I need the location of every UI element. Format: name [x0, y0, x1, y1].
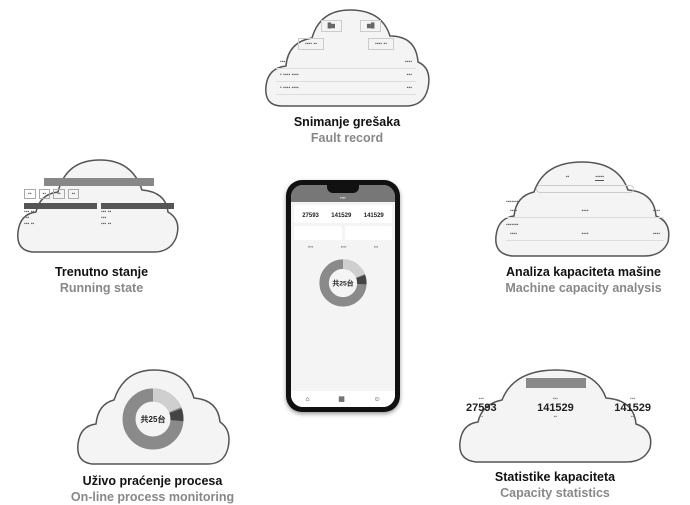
- cloud-shape: [265, 9, 430, 107]
- phone-stats-row: 27593 141529 141529: [294, 205, 392, 223]
- capacity-stats-header-bar: [526, 378, 586, 388]
- capacity-stats-title-sr: Statistike kapaciteta: [494, 470, 616, 484]
- stat-block: ▪▪▪27593▪▪: [466, 396, 497, 420]
- stat-value-2: 141529: [537, 402, 574, 414]
- process-monitoring-title-sr: Uživo praćenje procesa: [82, 474, 223, 488]
- running-state-title-sr: Trenutno stanje: [54, 265, 149, 279]
- running-state-title-en: Running state: [59, 280, 144, 295]
- fault-record-preview: █▆▆█ ▪▪▪▪ ▪▪▪▪▪▪ ▪▪ ▪▪▪▪▪▪▪▪ • ▪▪▪▪ ▪▪▪▪…: [276, 20, 416, 102]
- capacity-stats-title-en: Capacity statistics: [500, 485, 610, 500]
- stat-block: ▪▪▪141529▪▪: [614, 396, 651, 420]
- fault-record-title-sr: Snimanje grešaka: [293, 115, 401, 129]
- nav-grid-icon[interactable]: ▦: [338, 396, 345, 403]
- phone-donut-chart: 共25台: [319, 259, 367, 307]
- process-monitoring-cloud: 共25台: [74, 366, 230, 470]
- machine-capacity-preview: ▪▪▪▪▪▪▪ ▪▪▪▪▪▪▪ ▪▪▪▪▪▪▪▪▪▪▪▪ ▪▪▪▪▪▪▪ ▪▪▪…: [506, 174, 664, 254]
- stat-block: ▪▪▪141529▪▪: [537, 396, 574, 420]
- phone-mockup: ▪▪▪▪ 27593 141529 141529 ▪▪▪▪▪▪▪▪▪▪▪ 共25…: [286, 180, 400, 412]
- fault-record-caption: Snimanje grešaka Fault record: [262, 115, 432, 146]
- machine-capacity-cloud: ▪▪▪▪▪▪▪ ▪▪▪▪▪▪▪ ▪▪▪▪▪▪▪▪▪▪▪▪ ▪▪▪▪▪▪▪ ▪▪▪…: [492, 156, 674, 264]
- phone-stat-2: 141529: [331, 213, 352, 219]
- machine-capacity-title-en: Machine capacity analysis: [505, 280, 662, 295]
- machine-capacity-caption: Analiza kapaciteta mašine Machine capaci…: [486, 265, 681, 296]
- phone-status-cards: [294, 226, 392, 240]
- nav-home-icon[interactable]: ⌂: [305, 395, 310, 403]
- phone-donut-center: 共25台: [332, 279, 353, 288]
- phone-title-bar: ▪▪▪▪: [291, 185, 395, 202]
- phone-stat-3: 141529: [363, 213, 384, 219]
- running-state-caption: Trenutno stanje Running state: [14, 265, 189, 296]
- running-state-preview: ▪▪▪▪▪▪▪▪ ▪▪▪ ▪▪▪▪▪▪▪▪ ▪▪ ▪▪▪ ▪▪▪▪▪▪▪▪ ▪▪: [24, 178, 174, 248]
- phone-screen: ▪▪▪▪ 27593 141529 141529 ▪▪▪▪▪▪▪▪▪▪▪ 共25…: [291, 185, 395, 407]
- phone-tabs: ▪▪▪▪▪▪▪▪▪▪▪: [307, 244, 379, 249]
- stat-value-1: 27593: [466, 402, 497, 414]
- phone-notch: [327, 185, 359, 193]
- fault-record-title-en: Fault record: [310, 130, 384, 145]
- process-monitoring-title-en: On-line process monitoring: [70, 489, 235, 504]
- donut-segment-light: [122, 388, 184, 450]
- phone-donut-light: [319, 259, 367, 307]
- process-monitoring-caption: Uživo praćenje procesa On-line process m…: [40, 474, 265, 505]
- machine-capacity-title-sr: Analiza kapaciteta mašine: [506, 265, 661, 279]
- capacity-stats-values: ▪▪▪27593▪▪ ▪▪▪141529▪▪ ▪▪▪141529▪▪: [466, 396, 651, 420]
- nav-user-icon[interactable]: ☺: [373, 395, 381, 403]
- process-donut-chart: 共25台: [122, 388, 184, 450]
- cloud-shape: [459, 369, 652, 463]
- capacity-stats-cloud: ▪▪▪27593▪▪ ▪▪▪141529▪▪ ▪▪▪141529▪▪: [456, 366, 656, 468]
- capacity-stats-caption: Statistike kapaciteta Capacity statistic…: [460, 470, 650, 501]
- phone-stat-1: 27593: [302, 213, 319, 219]
- phone-bottom-nav: ⌂ ▦ ☺: [291, 391, 395, 407]
- cloud-shape: [77, 369, 230, 465]
- fault-record-cloud: █▆▆█ ▪▪▪▪ ▪▪▪▪▪▪ ▪▪ ▪▪▪▪▪▪▪▪ • ▪▪▪▪ ▪▪▪▪…: [262, 6, 432, 114]
- donut-center-label: 共25台: [141, 414, 166, 424]
- stat-value-3: 141529: [614, 402, 651, 414]
- running-state-cloud: ▪▪▪▪▪▪▪▪ ▪▪▪ ▪▪▪▪▪▪▪▪ ▪▪ ▪▪▪ ▪▪▪▪▪▪▪▪ ▪▪: [14, 152, 182, 260]
